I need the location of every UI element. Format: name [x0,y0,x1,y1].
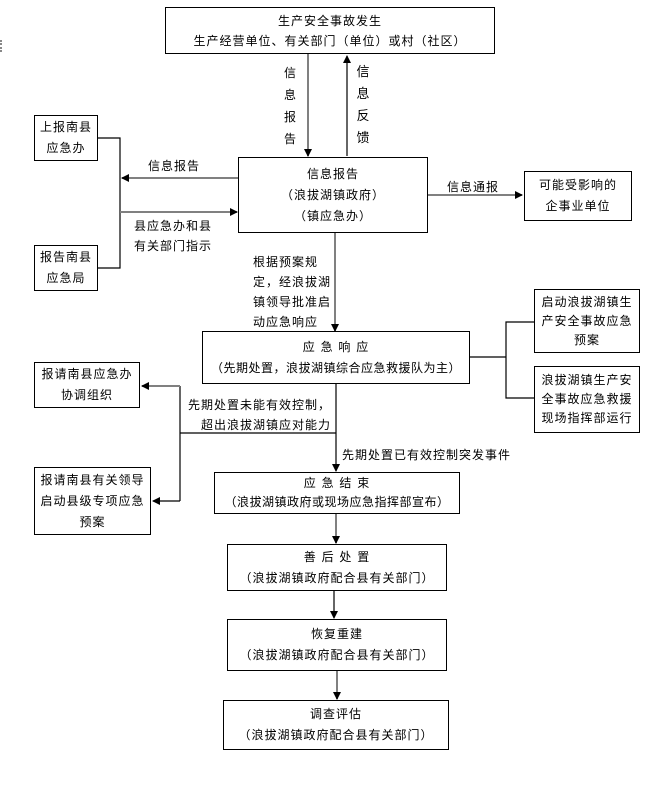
bracket-county [98,137,121,269]
label-approve-start: 根据预案规 定，经浪拔湖 镇领导批准启 动应急响应 [253,255,332,329]
label-not-controlled: 先期处置未能有效控制， 超出浪拔湖镇应对能力 [188,398,332,432]
node-accident: 生产安全事故发生 生产经营单位、有关部门（单位）或村（社区） [165,7,495,54]
node-aftermath: 善 后 处 置 （浪拔湖镇政府配合县有关部门） [227,544,447,591]
label-info-feedback-vertical: 信 息 反 馈 [356,65,370,146]
label-county-instruction: 县应急办和县 有关部门指示 [134,219,213,253]
label-info-notify: 信息通报 [447,180,500,194]
node-accident-subtitle: 生产经营单位、有关部门（单位）或村（社区） [193,33,467,48]
node-response: 应 急 响 应 （先期处置，浪拔湖镇综合应急救援队为主） [202,331,470,384]
node-request-coord: 报请南县应急办 协调组织 [34,362,140,408]
node-town-info: 信息报告 （浪拔湖镇政府） （镇应急办） [238,157,428,233]
page-edge-mark [0,40,5,52]
node-report-county-office: 上报南县 应急办 [34,115,98,161]
node-end: 应 急 结 束 （浪拔湖镇政府或现场应急指挥部宣布） [214,472,460,514]
node-request-county-plan: 报请南县有关领导 启动县级专项应急 预案 [34,467,151,535]
node-start-plan: 启动浪拔湖镇生 产安全事故应急 预案 [534,289,640,353]
bracket-right [505,321,534,399]
node-affected-units: 可能受影响的 企事业单位 [524,171,632,221]
label-controlled: 先期处置已有效控制突发事件 [342,448,512,462]
node-command-post: 浪拔湖镇生产安 全事故应急救援 现场指挥部运行 [534,366,640,433]
node-recovery: 恢复重建 （浪拔湖镇政府配合县有关部门） [227,619,447,671]
node-report-county-bureau: 报告南县 应急局 [34,245,98,291]
node-assessment: 调查评估 （浪拔湖镇政府配合县有关部门） [223,700,449,750]
label-info-report-left: 信息报告 [148,159,201,173]
node-accident-title: 生产安全事故发生 [277,13,382,28]
label-info-report-vertical: 信 息 报 告 [283,66,296,146]
